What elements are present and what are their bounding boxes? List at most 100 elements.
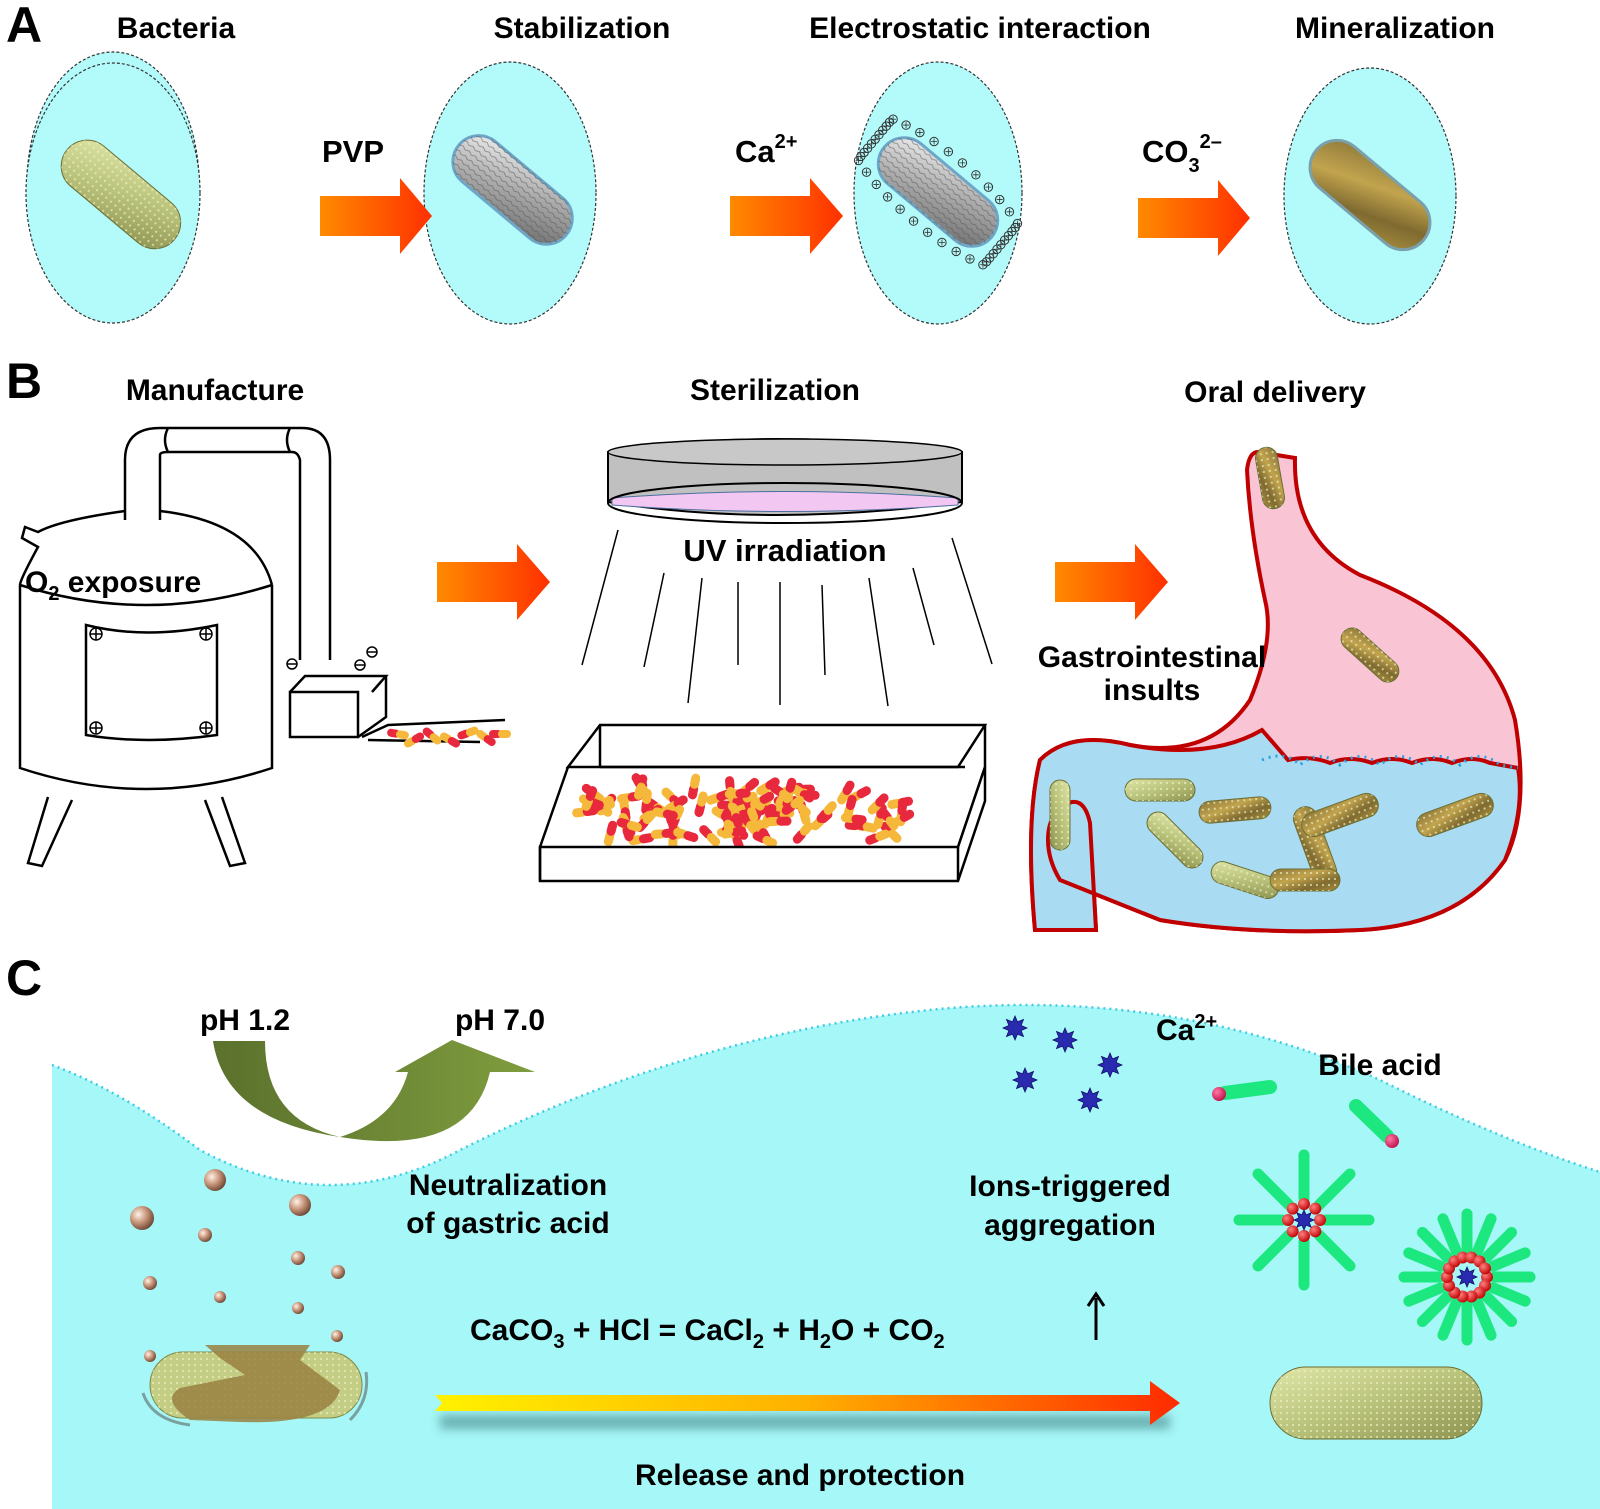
- ca-ion-ring: [853, 114, 1023, 270]
- ph-shift-arrow-icon: [213, 1040, 535, 1142]
- step-bacteria: [25, 62, 201, 324]
- panel-b: B Manufacture Sterilization Oral deliver…: [6, 353, 1523, 934]
- reaction-equation: CaCO3 + HCl = CaCl2 + H2O + CO2: [470, 1314, 945, 1353]
- ca-ion-icon: [999, 235, 1010, 245]
- tray-capsules: [572, 773, 915, 851]
- ca-ion-star-icon: [1292, 1208, 1316, 1232]
- caco3-sphere: [143, 1276, 157, 1290]
- window-bolt-icons: [89, 627, 378, 735]
- ca-ion-label: Ca2+: [1156, 1011, 1217, 1047]
- capsule-icon: [816, 801, 837, 823]
- capsule-icon: [752, 831, 778, 848]
- ph-start-label: pH 1.2: [200, 1004, 290, 1037]
- capsule-icon: [457, 726, 479, 740]
- panel-a: A Bacteria Stabilization Electrostatic i…: [6, 0, 1495, 325]
- uv-ray: [687, 577, 703, 704]
- gi-insults-label-line1: Gastrointestinal: [1038, 641, 1266, 674]
- step-stabilization: [423, 61, 597, 325]
- release-arrow-icon: [435, 1381, 1180, 1425]
- capsule-icon: [699, 825, 721, 847]
- reagent-ca: Ca2+: [735, 131, 797, 169]
- ca-ion-stars: [1001, 1014, 1124, 1114]
- capsule-icon: [865, 829, 891, 845]
- bacterium-icon: [1049, 779, 1071, 851]
- uv-ray: [868, 577, 889, 707]
- arrow-right-icon: [1055, 544, 1168, 620]
- ca-ion-icon: [957, 158, 968, 168]
- uv-rays: [581, 529, 993, 707]
- bacterium-icon: [1255, 446, 1285, 510]
- ca-ion-icon: [871, 179, 882, 190]
- uv-ray: [951, 537, 993, 665]
- gi-bacteria: [1049, 446, 1494, 899]
- capsule-icon: [722, 808, 734, 835]
- o2-exposure-label: O2 exposure: [25, 566, 201, 605]
- capsule-icon: [673, 827, 699, 843]
- ions-aggregation-label-line2: aggregation: [984, 1209, 1156, 1242]
- caco3-sphere: [292, 1302, 304, 1314]
- bacterium-icon: [1416, 792, 1494, 838]
- ca-ion-icon: [951, 246, 961, 257]
- oral-delivery-title: Oral delivery: [1184, 376, 1366, 409]
- ca-ion-icon: [978, 260, 988, 270]
- bile-micelles: [1233, 1149, 1536, 1346]
- uv-ray: [821, 584, 826, 676]
- uv-ray: [912, 567, 935, 646]
- fluid-background: [52, 1005, 1600, 1509]
- protected-bacterium: [1269, 1366, 1483, 1440]
- capsule-icon: [750, 791, 775, 809]
- arrow-right-icon: [1138, 180, 1250, 256]
- releasing-bacterium: [141, 1345, 369, 1427]
- capsule-icon: [781, 795, 805, 815]
- ca-ion-icon: [937, 237, 947, 248]
- capsule-icon: [403, 732, 425, 748]
- sterilization-title: Sterilization: [690, 374, 860, 407]
- step-title-mineralization: Mineralization: [1295, 12, 1495, 45]
- gas-evolution-arrow-icon: [1086, 1291, 1106, 1340]
- caco3-sphere: [291, 1251, 305, 1265]
- bile-micelle: [1398, 1208, 1536, 1346]
- caco3-sphere: [289, 1194, 311, 1216]
- neutralization-label-line1: Neutralization: [409, 1169, 607, 1202]
- ca-ion-icon: [929, 136, 939, 147]
- fermenter-drawing: [18, 426, 506, 868]
- ca-rod-texture: [878, 137, 998, 247]
- panel-c: C pH 1.2 pH 7.0 Neutralization of gastri…: [6, 950, 1600, 1509]
- capsule-icon: [652, 807, 678, 821]
- bacterium-icon: [1124, 778, 1196, 802]
- uv-lamp: [607, 438, 963, 524]
- capsule-icon: [880, 821, 902, 843]
- ca-ion-icon: [861, 167, 872, 177]
- ca-ion-icon: [971, 170, 981, 180]
- step-title-bacteria: Bacteria: [117, 12, 236, 45]
- arrow-right-icon: [437, 544, 550, 620]
- ca-ion-icon: [888, 114, 898, 124]
- ca-ion-star-icon: [1011, 1066, 1039, 1094]
- ca-ion-star-icon: [1096, 1051, 1124, 1079]
- release-arrow-shadow: [440, 1415, 1170, 1429]
- caco3-particles: [130, 1169, 345, 1362]
- ca-ion-icon: [882, 192, 893, 202]
- ca-ion-star-icon: [1001, 1014, 1029, 1042]
- capsule-icon: [687, 773, 701, 800]
- ions-aggregation-label-line1: Ions-triggered: [969, 1170, 1171, 1203]
- ca-ion-icon: [908, 216, 919, 226]
- caco3-sphere: [204, 1169, 226, 1191]
- capsule-icon: [792, 821, 814, 844]
- caco3-sphere: [331, 1265, 345, 1279]
- ca-ion-icon: [994, 194, 1005, 205]
- bile-acid-molecules: [1212, 1080, 1399, 1148]
- gi-insults-label-line2: insults: [1104, 674, 1201, 707]
- panel-letter-c: C: [6, 950, 42, 1006]
- capsule-icon: [603, 820, 618, 847]
- mineralized-rod: [1308, 138, 1432, 252]
- capsule-icon: [489, 730, 511, 738]
- capsule-icon: [739, 812, 759, 835]
- stomach-diagram: [1029, 449, 1523, 934]
- capsule-icon: [694, 791, 708, 817]
- ca-ion-icon: [895, 204, 905, 214]
- fluid-surface-line: [51, 1003, 1600, 1187]
- ca-ion-icon: [983, 182, 994, 192]
- ca-ion-icon: [943, 147, 954, 157]
